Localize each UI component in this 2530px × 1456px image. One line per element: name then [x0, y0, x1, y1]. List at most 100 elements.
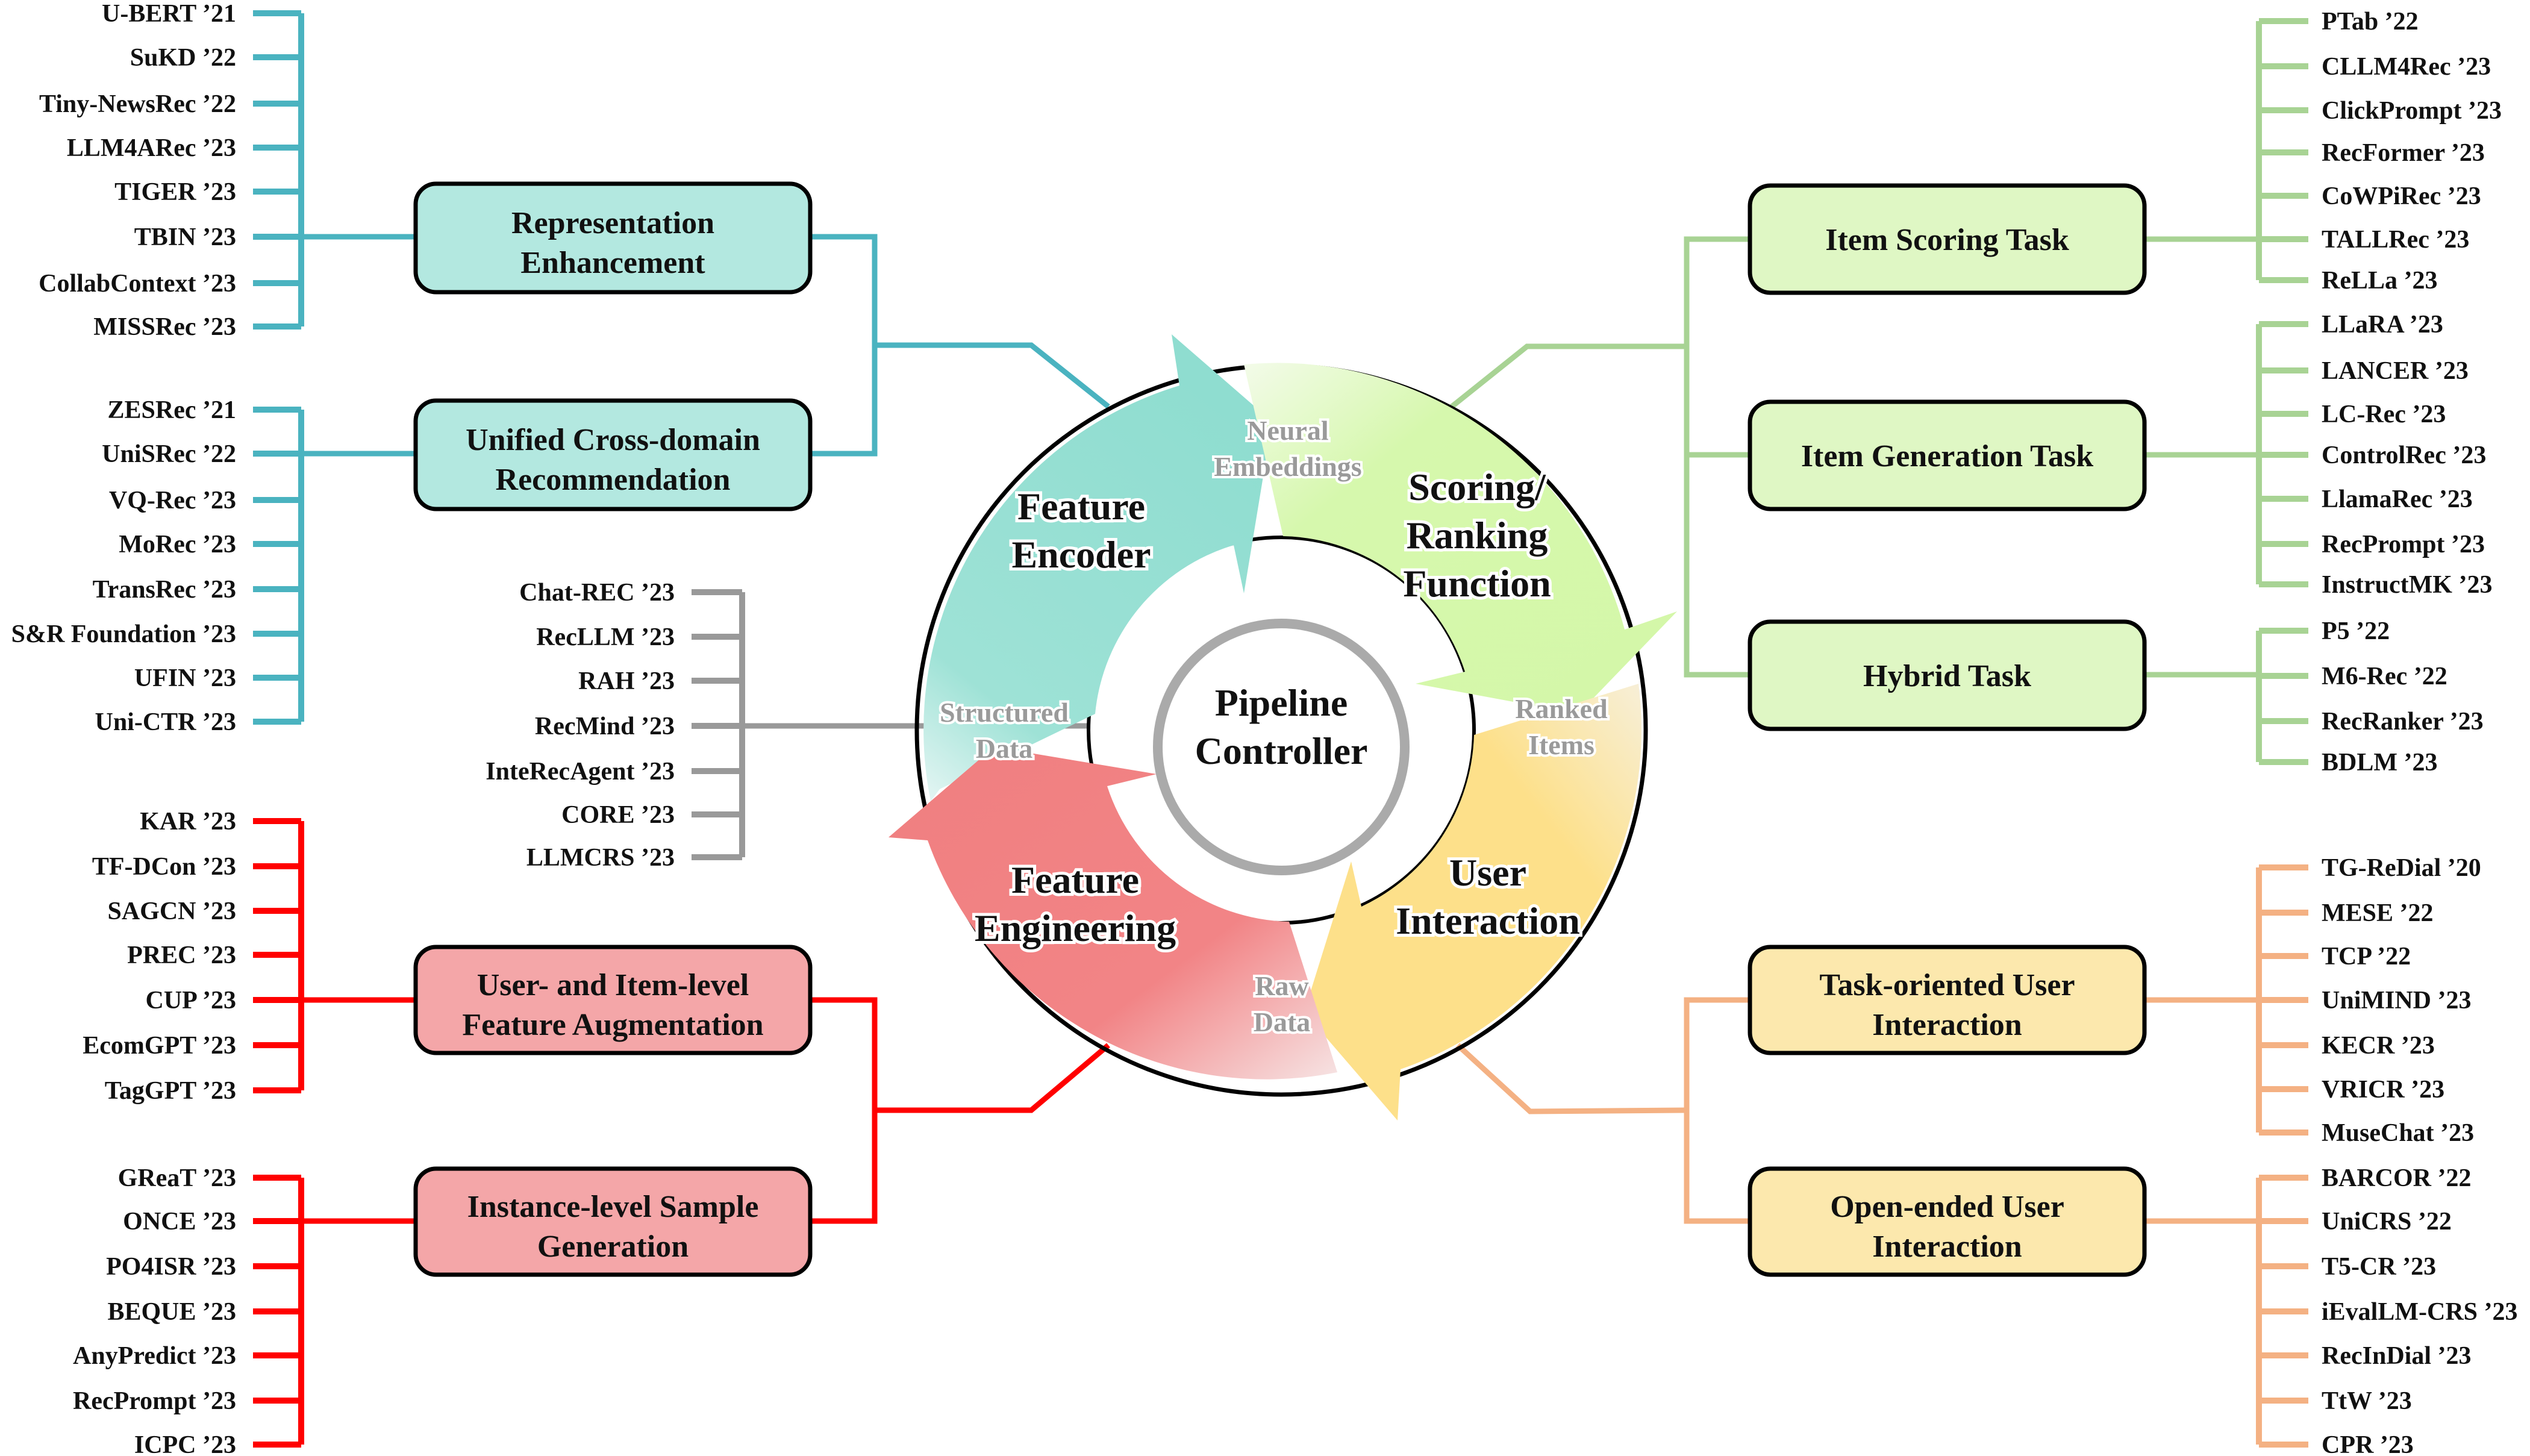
- paper-label[interactable]: TALLRec ’23: [2322, 226, 2469, 254]
- paper-label[interactable]: RAH ’23: [578, 667, 675, 695]
- stage-arrow-feature-encoder[interactable]: [923, 334, 1272, 801]
- category-box-label-line2: Interaction: [1872, 1008, 2022, 1042]
- paper-label[interactable]: BARCOR ’22: [2322, 1164, 2472, 1192]
- paper-label[interactable]: RecLLM ’23: [536, 623, 675, 651]
- paper-label[interactable]: S&R Foundation ’23: [11, 620, 236, 648]
- paper-label[interactable]: RecFormer ’23: [2322, 139, 2485, 167]
- stage-label-feature-encoder-2: Encoder: [1011, 533, 1151, 576]
- paper-label[interactable]: ICPC ’23: [134, 1431, 236, 1456]
- paper-label[interactable]: TCP ’22: [2322, 943, 2411, 970]
- category-box-label-line2: Generation: [537, 1229, 689, 1264]
- paper-label[interactable]: LC-Rec ’23: [2322, 401, 2446, 428]
- paper-label[interactable]: CUP ’23: [146, 987, 237, 1014]
- paper-label[interactable]: RecInDial ’23: [2322, 1342, 2471, 1370]
- paper-label[interactable]: LlamaRec ’23: [2322, 486, 2473, 513]
- stage-label-feature-engineering-2: Engineering: [975, 907, 1176, 949]
- paper-label[interactable]: ONCE ’23: [123, 1208, 236, 1236]
- pipeline-controller-circle[interactable]: [1153, 619, 1410, 875]
- paper-label[interactable]: Uni-CTR ’23: [95, 708, 236, 736]
- paper-label[interactable]: UniMIND ’23: [2322, 987, 2472, 1014]
- category-box-item-scoring[interactable]: Item Scoring Task: [1748, 183, 2147, 295]
- category-box-hybrid[interactable]: Hybrid Task: [1748, 619, 2147, 731]
- paper-label[interactable]: TIGER ’23: [114, 178, 236, 206]
- flow-label-raw-data-1: Raw: [1255, 970, 1308, 1001]
- category-box-frame: [1748, 619, 2147, 731]
- paper-label[interactable]: RecPrompt ’23: [2322, 531, 2485, 558]
- paper-label[interactable]: RecPrompt ’23: [73, 1387, 236, 1415]
- stage-label-feature-engineering-1: Feature: [1011, 858, 1139, 901]
- paper-label[interactable]: LLaRA ’23: [2322, 311, 2443, 339]
- paper-label[interactable]: InstructMK ’23: [2322, 571, 2492, 599]
- paper-label[interactable]: VRICR ’23: [2322, 1076, 2444, 1104]
- paper-label[interactable]: MoRec ’23: [119, 531, 236, 558]
- green-trunk-to-ring: [1450, 343, 1687, 409]
- flow-label-structured-data-2: Data: [976, 733, 1033, 764]
- orange-trunk: [1684, 997, 1750, 1224]
- paper-label[interactable]: U-BERT ’21: [102, 0, 236, 28]
- paper-label[interactable]: MuseChat ’23: [2322, 1119, 2474, 1147]
- paper-label[interactable]: ReLLa ’23: [2322, 267, 2438, 295]
- paper-label[interactable]: LANCER ’23: [2322, 357, 2469, 385]
- paper-label[interactable]: LLMCRS ’23: [526, 844, 675, 872]
- paper-label[interactable]: ControlRec ’23: [2322, 442, 2486, 469]
- category-box-frame: [1748, 399, 2147, 511]
- paper-label[interactable]: CollabContext ’23: [39, 270, 236, 298]
- paper-label[interactable]: TransRec ’23: [93, 576, 236, 604]
- paper-label[interactable]: CPR ’23: [2322, 1431, 2414, 1456]
- paper-label[interactable]: CLLM4Rec ’23: [2322, 53, 2491, 81]
- paper-label[interactable]: P5 ’22: [2322, 617, 2390, 645]
- paper-label[interactable]: T5-CR ’23: [2322, 1253, 2436, 1281]
- paper-label[interactable]: PTab ’22: [2322, 8, 2419, 36]
- paper-label[interactable]: RecRanker ’23: [2322, 708, 2484, 736]
- flow-label-neural-embeddings-1: Neural: [1247, 415, 1328, 446]
- paper-label[interactable]: M6-Rec ’22: [2322, 663, 2447, 690]
- stage-arrow-user-interaction[interactable]: [1304, 684, 1641, 1120]
- stage-arrow-scoring-ranking[interactable]: [1244, 363, 1677, 714]
- paper-label[interactable]: CoWPiRec ’23: [2322, 183, 2481, 210]
- stage-arrow-feature-engineering[interactable]: [889, 747, 1337, 1080]
- paper-label[interactable]: InteRecAgent ’23: [486, 758, 675, 786]
- paper-label[interactable]: MISSRec ’23: [93, 313, 236, 341]
- paper-label[interactable]: TG-ReDial ’20: [2322, 854, 2481, 882]
- paper-label[interactable]: Tiny-NewsRec ’22: [39, 90, 236, 118]
- category-box-label-line2: Interaction: [1872, 1229, 2022, 1264]
- red-trunk: [810, 997, 878, 1224]
- paper-label[interactable]: BEQUE ’23: [107, 1298, 236, 1326]
- paper-label[interactable]: ZESRec ’21: [108, 396, 237, 424]
- paper-label[interactable]: AnyPredict ’23: [73, 1342, 236, 1370]
- paper-label[interactable]: EcomGPT ’23: [83, 1032, 236, 1060]
- paper-label[interactable]: TBIN ’23: [134, 223, 236, 251]
- paper-label[interactable]: KECR ’23: [2322, 1032, 2435, 1060]
- paper-label[interactable]: CORE ’23: [561, 801, 675, 829]
- paper-label[interactable]: BDLM ’23: [2322, 749, 2438, 776]
- paper-label[interactable]: PREC ’23: [127, 942, 236, 969]
- paper-label[interactable]: VQ-Rec ’23: [109, 487, 236, 514]
- paper-label[interactable]: LLM4ARec ’23: [67, 134, 236, 162]
- paper-label[interactable]: UFIN ’23: [134, 664, 236, 692]
- paper-label[interactable]: TtW ’23: [2322, 1387, 2412, 1415]
- paper-label[interactable]: GReaT ’23: [118, 1164, 236, 1192]
- paper-label[interactable]: UniSRec ’22: [102, 440, 236, 468]
- paper-label[interactable]: MESE ’22: [2322, 899, 2434, 927]
- paper-label[interactable]: ClickPrompt ’23: [2322, 97, 2502, 125]
- paper-label[interactable]: KAR ’23: [140, 808, 236, 836]
- paper-label[interactable]: iEvalLM-CRS ’23: [2322, 1298, 2518, 1326]
- paper-label[interactable]: SuKD ’22: [130, 44, 236, 72]
- paper-label[interactable]: UniCRS ’22: [2322, 1208, 2452, 1236]
- paper-label[interactable]: SAGCN ’23: [107, 898, 236, 925]
- category-box-item-generation[interactable]: Item Generation Task: [1748, 399, 2147, 511]
- paper-label[interactable]: PO4ISR ’23: [106, 1253, 236, 1281]
- paper-label[interactable]: TagGPT ’23: [105, 1077, 236, 1105]
- paper-label[interactable]: Chat-REC ’23: [519, 579, 675, 607]
- paper-label[interactable]: TF-DCon ’23: [92, 853, 236, 881]
- paper-label[interactable]: RecMind ’23: [535, 713, 675, 740]
